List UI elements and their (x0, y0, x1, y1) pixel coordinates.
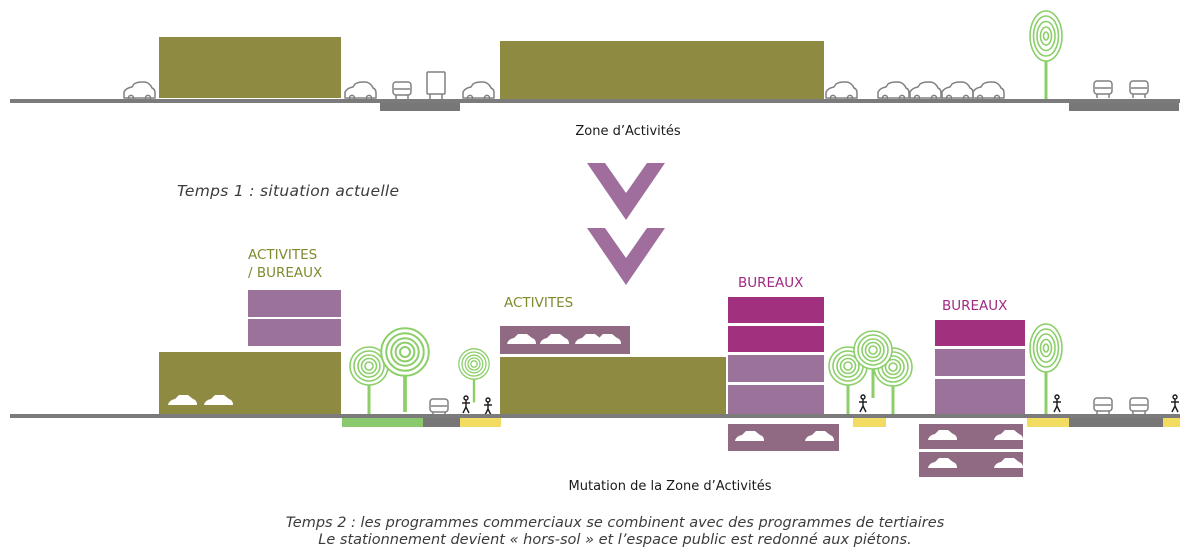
activity-building (500, 357, 726, 414)
chevron-down-icon (587, 228, 665, 285)
pedestrian-icon (1052, 394, 1062, 413)
van-icon (1129, 80, 1149, 99)
phase-2-note-line: Le stationnement devient « hors-sol » et… (318, 532, 912, 548)
office-floor (728, 385, 824, 414)
tree-icon (379, 326, 431, 414)
car-icon (909, 81, 942, 102)
program-label-line: / BUREAUX (248, 265, 323, 281)
section-current-state (10, 10, 1180, 111)
office-floor (935, 349, 1025, 376)
bottom-section-caption: Mutation de la Zone d’Activités (568, 479, 772, 494)
program-label-activites-bureaux: ACTIVITES / BUREAUX (248, 246, 322, 282)
road (423, 418, 460, 427)
transition-arrows (587, 163, 665, 285)
sidewalk (460, 418, 501, 427)
pedestrian-icon (461, 395, 471, 414)
sidewalk (1027, 418, 1069, 427)
car-icon (877, 81, 910, 102)
sidewalk (853, 418, 886, 427)
pedestrian-icon (1170, 394, 1180, 413)
office-floor (728, 326, 824, 352)
car-icon (123, 81, 156, 102)
office-floor (935, 320, 1025, 346)
pedestrian-icon (483, 397, 493, 416)
car-icon (825, 81, 858, 102)
truck-icon (426, 71, 446, 99)
green-strip (342, 418, 423, 427)
ground-line (10, 99, 1180, 103)
car-icon (344, 81, 377, 102)
car-icon (941, 81, 974, 102)
car-icon (972, 81, 1005, 102)
chevron-down-icon (587, 163, 665, 220)
activity-building (500, 41, 824, 100)
program-label-line: ACTIVITES (248, 247, 318, 263)
sidewalk (1163, 418, 1180, 427)
tree-icon (852, 329, 894, 400)
section-mutation (10, 290, 1180, 477)
van-icon (429, 398, 449, 417)
van-icon (392, 81, 412, 100)
tree-icon (1029, 323, 1063, 414)
van-icon (1129, 397, 1149, 416)
top-section-caption: Zone d’Activités (575, 124, 681, 139)
activity-building (159, 37, 341, 98)
road (1069, 418, 1163, 427)
pedestrian-icon (858, 394, 868, 413)
phase-2-note: Temps 2 : les programmes commerciaux se … (160, 515, 1070, 549)
road (1069, 103, 1179, 111)
program-label-activites: ACTIVITES (504, 295, 574, 311)
ground-line (10, 414, 1180, 418)
tree-icon (457, 347, 491, 404)
office-floor (728, 297, 824, 323)
tree-icon (1029, 10, 1063, 62)
office-floor (248, 319, 341, 346)
van-icon (1093, 80, 1113, 99)
car-icon (462, 81, 495, 102)
office-floor (248, 290, 341, 317)
trees (348, 323, 1063, 417)
van-icon (1093, 397, 1113, 416)
program-label-bureaux: BUREAUX (738, 275, 804, 291)
office-floor (728, 355, 824, 382)
program-label-bureaux: BUREAUX (942, 298, 1008, 314)
phase-1-label: Temps 1 : situation actuelle (177, 182, 400, 200)
phase-2-note-line: Temps 2 : les programmes commerciaux se … (285, 515, 945, 531)
office-floor (935, 379, 1025, 414)
vehicles (123, 71, 1149, 102)
road (380, 103, 460, 111)
trees (1029, 10, 1063, 99)
